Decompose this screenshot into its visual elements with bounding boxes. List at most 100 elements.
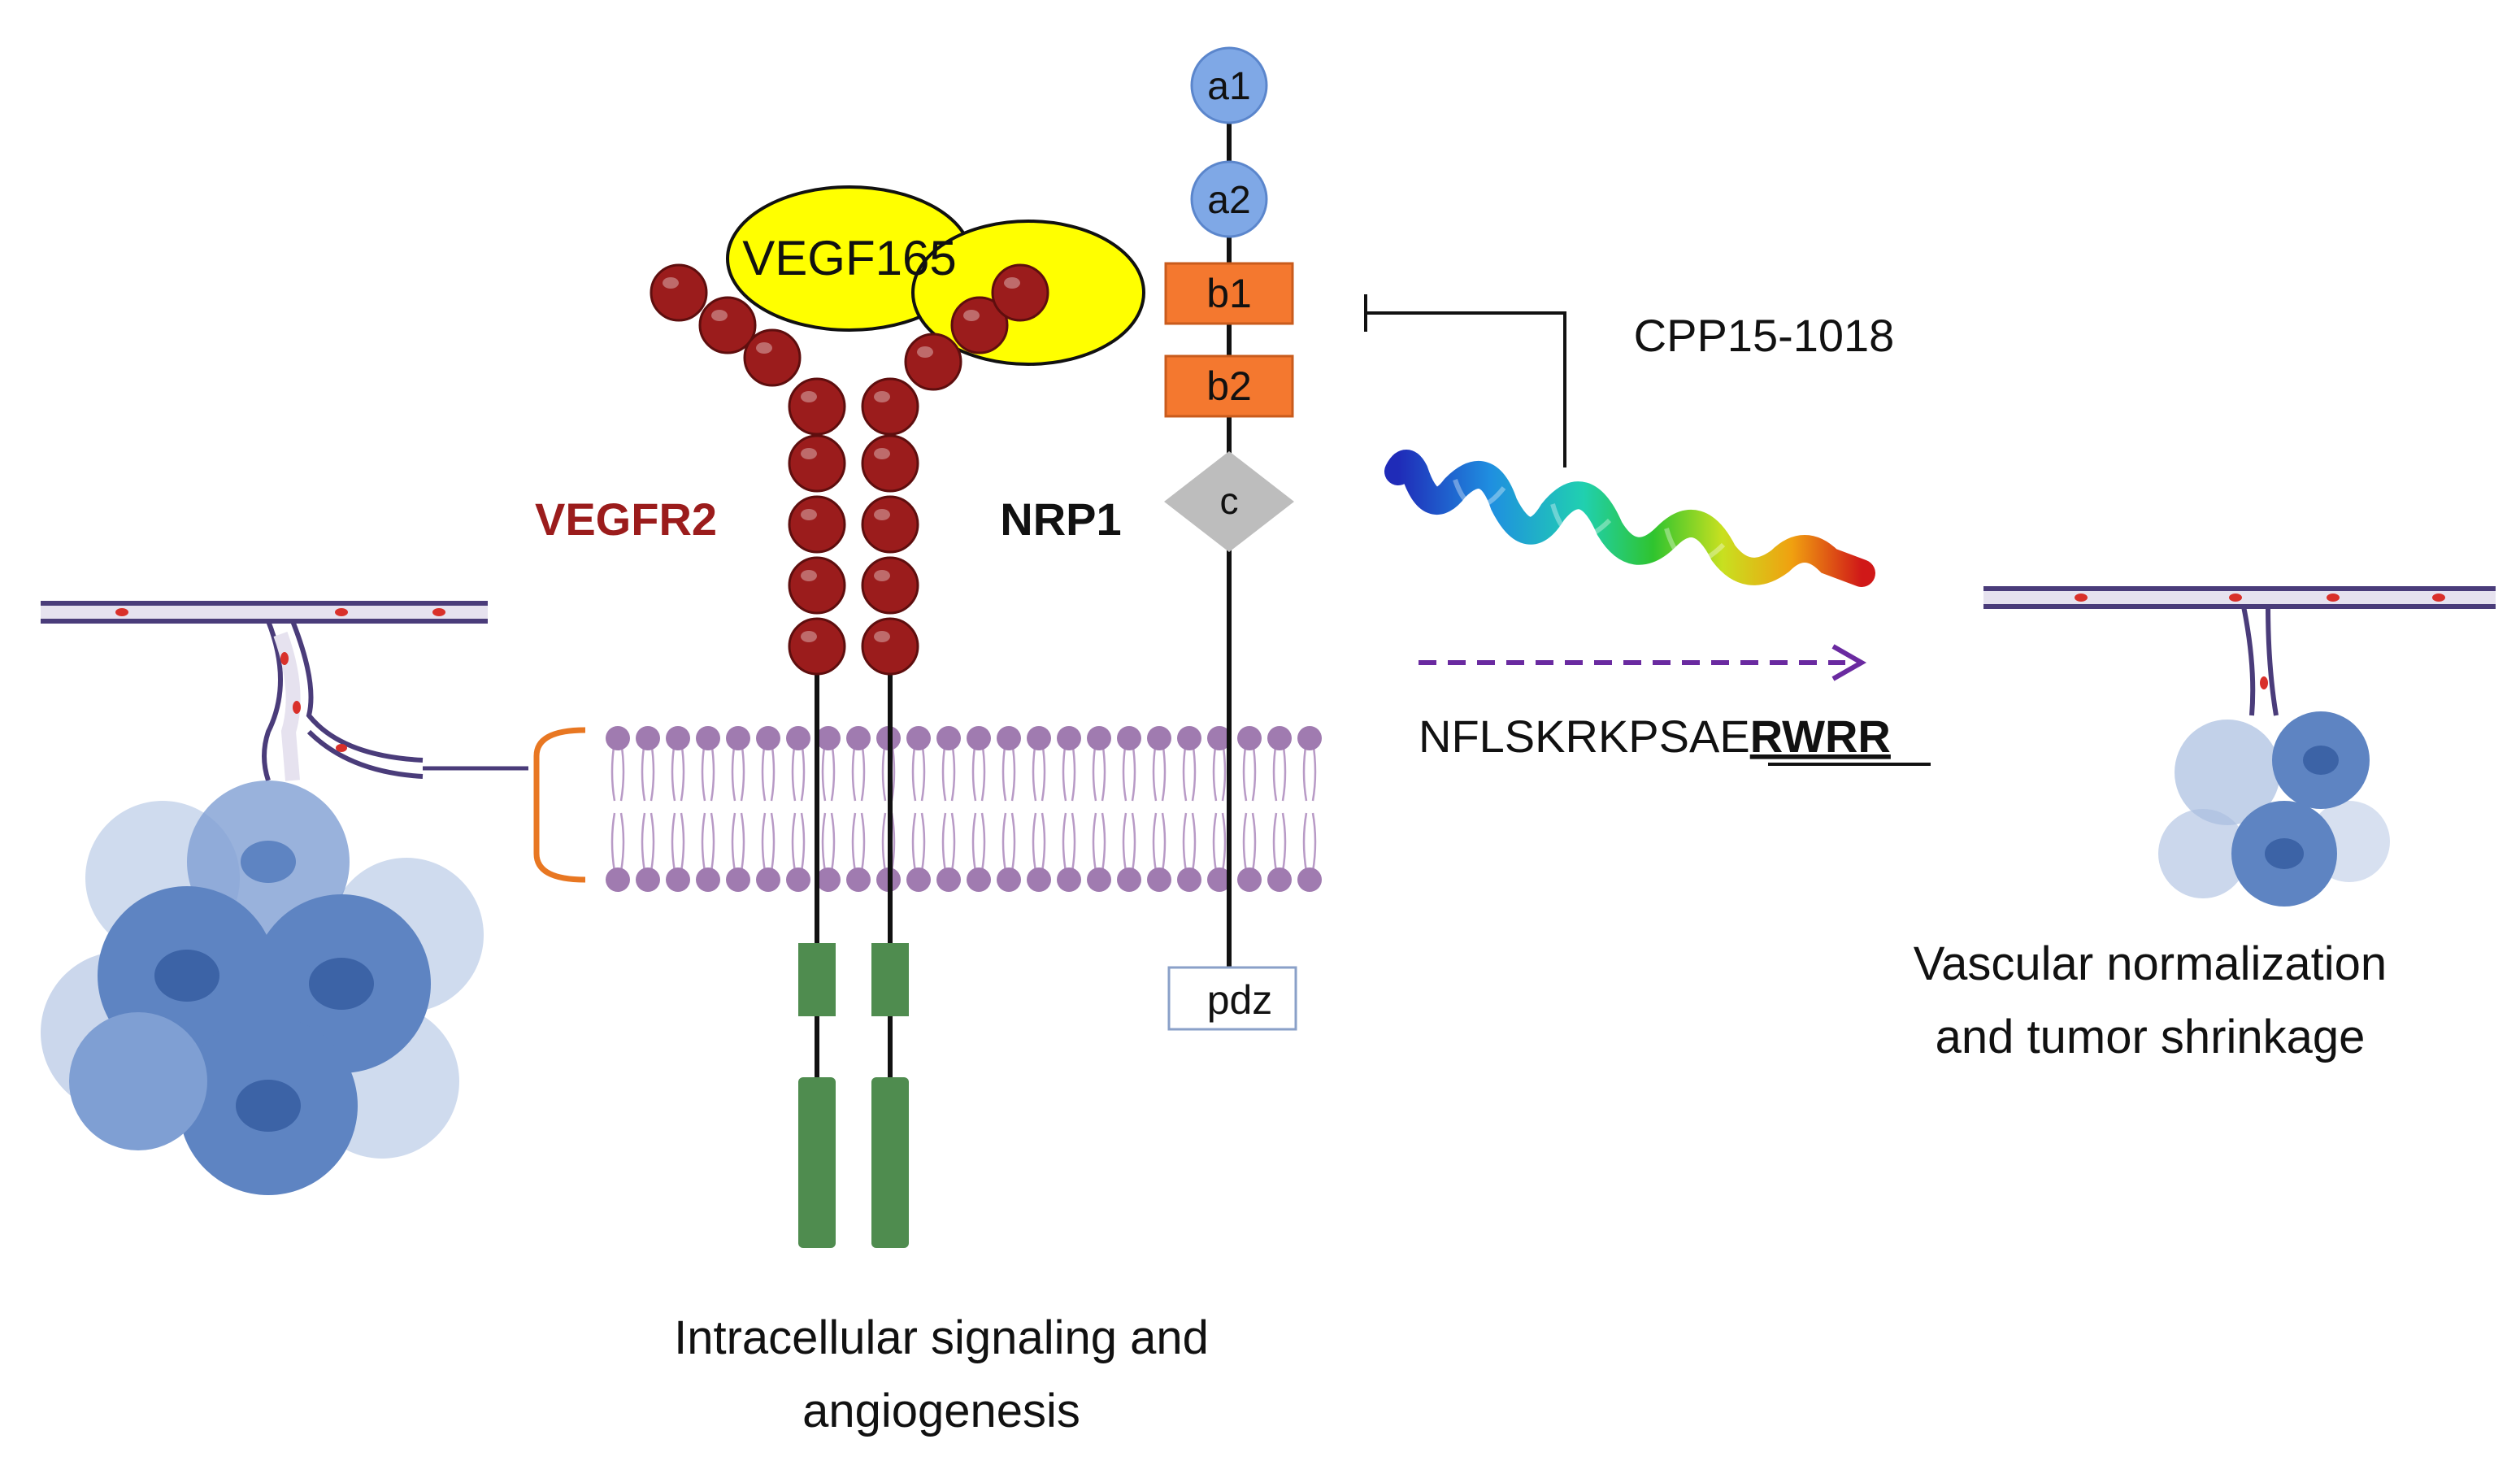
peptide-name-label: CPP15-1018 xyxy=(1634,310,1895,361)
lipid-head xyxy=(1117,867,1141,892)
lipid-head xyxy=(1297,867,1322,892)
lipid-head xyxy=(1087,867,1111,892)
vegfr2-receptor xyxy=(650,263,919,1248)
nrp1-b1-label: b1 xyxy=(1206,271,1252,316)
vegfr2-ig-bead xyxy=(788,556,846,615)
lipid-head xyxy=(1207,867,1232,892)
nrp1-pdz-label: pdz xyxy=(1207,977,1273,1023)
bead-highlight xyxy=(801,448,817,459)
membrane-bracket xyxy=(533,727,586,883)
vegfr2-ig-bead xyxy=(788,617,846,676)
lipid-head xyxy=(786,726,810,750)
bead-highlight xyxy=(874,448,890,459)
lipid-head xyxy=(997,867,1021,892)
lipid-head xyxy=(816,867,841,892)
vegfr2-ig-bead xyxy=(861,434,919,493)
lipid-head xyxy=(1057,726,1081,750)
lipid-tail xyxy=(911,741,926,872)
lipid-head xyxy=(726,867,750,892)
lipid-tail xyxy=(1212,741,1227,872)
left-tumor-cluster xyxy=(41,780,484,1195)
lipid-head xyxy=(997,726,1021,750)
nrp1-receptor: a1 a2 b1 b2 c pdz xyxy=(1164,46,1297,1031)
lipid-head xyxy=(1177,867,1201,892)
lipid-head xyxy=(1177,726,1201,750)
vegfr2-kinase-domain-right xyxy=(871,1077,909,1248)
bead-highlight xyxy=(801,391,817,402)
bead-highlight xyxy=(874,570,890,581)
lipid-head xyxy=(967,867,991,892)
vegfr2-label: VEGFR2 xyxy=(535,494,717,545)
vegfr2-ig-bead xyxy=(861,617,919,676)
lipid-head xyxy=(756,867,780,892)
lipid-head xyxy=(1027,867,1051,892)
vegfr2-jm-domain-right xyxy=(871,943,909,1016)
lipid-tail xyxy=(851,741,866,872)
nrp1-c-domain xyxy=(1164,451,1294,552)
lipid-tail xyxy=(821,741,836,872)
bead-highlight xyxy=(874,391,890,402)
lipid-tail xyxy=(731,741,745,872)
lipid-tail xyxy=(1122,741,1136,872)
lipid-head xyxy=(1087,726,1111,750)
lipid-head xyxy=(786,867,810,892)
dashed-arrow xyxy=(1419,644,1867,681)
lipid-head xyxy=(1057,867,1081,892)
bead-highlight xyxy=(917,346,933,358)
lipid-tail xyxy=(971,741,986,872)
lipid-tail xyxy=(941,741,956,872)
vegfr2-ig-bead xyxy=(861,377,919,436)
vegfr2-ig-domains-upper xyxy=(904,263,1049,391)
peptide-helix-ribbon xyxy=(1384,450,1875,587)
lipid-head xyxy=(666,867,690,892)
lipid-head xyxy=(906,867,931,892)
lipid-head xyxy=(726,726,750,750)
nrp1-b1-domain xyxy=(1164,262,1294,325)
lipid-head xyxy=(1147,726,1171,750)
lipid-tail xyxy=(881,741,896,872)
lipid-head xyxy=(636,867,660,892)
vegfr2-ig-bead xyxy=(950,296,1009,354)
bead-highlight xyxy=(756,342,772,354)
lipid-head xyxy=(846,867,871,892)
lipid-head xyxy=(1267,867,1292,892)
vegfr2-ig-bead xyxy=(698,296,757,354)
vegfr2-ig-bead xyxy=(861,495,919,554)
lipid-head xyxy=(1297,726,1322,750)
nrp1-a2-label: a2 xyxy=(1207,179,1250,222)
lipid-head xyxy=(1147,867,1171,892)
peptide-sequence: NFLSKRKPSAERWRR xyxy=(1419,711,1891,762)
lipid-tail xyxy=(1272,741,1287,872)
nrp1-c-label: c xyxy=(1220,480,1239,522)
nrp1-a1-domain xyxy=(1190,46,1268,124)
bead-highlight xyxy=(874,631,890,642)
lipid-tail xyxy=(791,741,806,872)
lipid-tail xyxy=(701,741,715,872)
sequence-bold: RWRR xyxy=(1750,711,1891,762)
vegfr2-ig-bead xyxy=(788,495,846,554)
nrp1-a2-domain xyxy=(1190,160,1268,238)
lipid-head xyxy=(1117,726,1141,750)
lipid-head xyxy=(906,726,931,750)
nrp1-b2-label: b2 xyxy=(1206,363,1252,409)
lipid-head xyxy=(1237,726,1262,750)
lipid-head xyxy=(1267,726,1292,750)
vegfr2-kinase-domain-left xyxy=(798,1077,836,1248)
lipid-head xyxy=(606,867,630,892)
lipid-head xyxy=(967,726,991,750)
lipid-head xyxy=(936,867,961,892)
vegfr2-ig-bead xyxy=(991,263,1049,322)
lipid-tail xyxy=(1032,741,1046,872)
outcome-bottom-line1: Intracellular signaling and xyxy=(674,1311,1209,1364)
cell-membrane xyxy=(533,726,1322,892)
lipid-head xyxy=(936,726,961,750)
nrp1-b2-domain xyxy=(1164,354,1294,418)
lipid-tail xyxy=(671,741,685,872)
lipid-head xyxy=(1207,726,1232,750)
right-blood-vessel xyxy=(1983,586,2496,716)
lipid-tail xyxy=(1242,741,1257,872)
lipid-head xyxy=(816,726,841,750)
lipid-head xyxy=(756,726,780,750)
